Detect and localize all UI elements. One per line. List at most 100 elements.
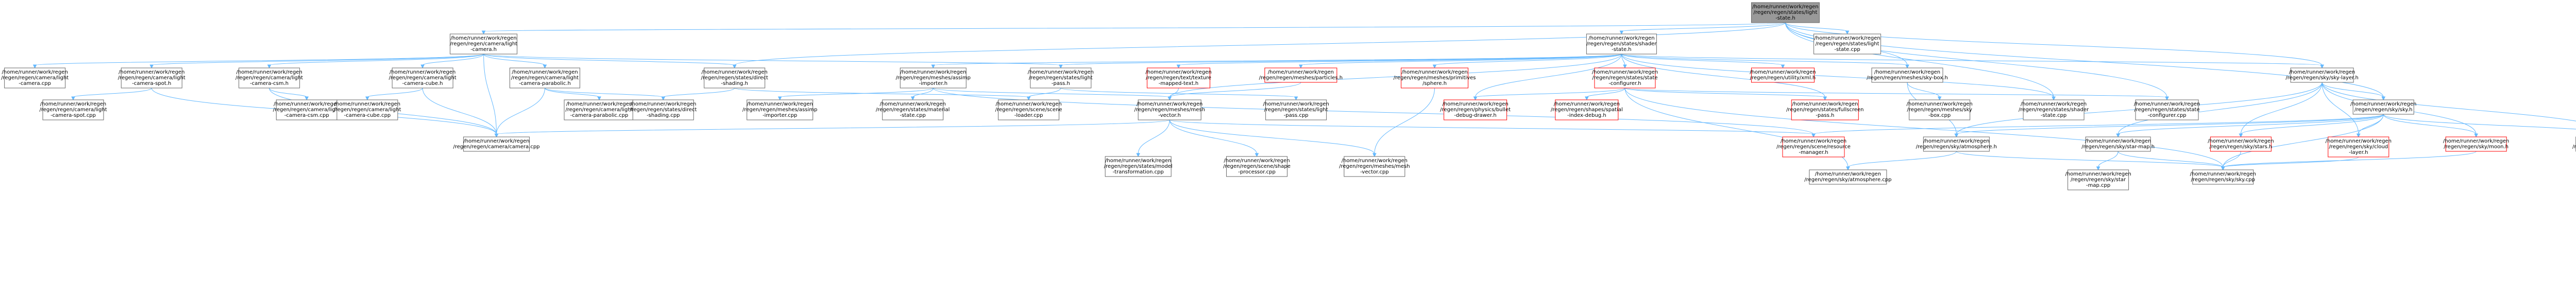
node-label-line: -loader.cpp (1014, 113, 1043, 118)
node-sky-layer-h[interactable]: /home/runner/work/regen/regen/regen/sky/… (2285, 67, 2359, 83)
edge-arrowhead (1585, 96, 1589, 101)
node-label-line: /home/runner/work/regen (2085, 138, 2151, 144)
node-light-camera-cube-cpp[interactable]: /home/runner/work/regen/regen/regen/came… (333, 99, 401, 120)
node-light-camera-csm-h[interactable]: /home/runner/work/regen/regen/regen/came… (235, 67, 303, 89)
node-xml-h[interactable]: /home/runner/work/regen/regen/regen/util… (1750, 67, 1816, 83)
node-label-line: /home/runner/work/regen (236, 69, 302, 75)
node-shader-state-h[interactable]: /home/runner/work/regen/regen/regen/stat… (1586, 33, 1657, 55)
node-box (747, 99, 814, 120)
node-label-line: /regen/regen/text/texture (1146, 75, 1211, 81)
edge-state_configurer_h-to-fullscreen_pass_h (1624, 87, 1825, 98)
edge-light_camera_parabolic_h-to-direct_shading_cpp (545, 87, 664, 98)
node-sky-box-h[interactable]: /home/runner/work/regen/regen/regen/mesh… (1867, 67, 1948, 83)
node-sky-layer-cpp[interactable]: /home/runner/work/regen/regen/regen/sky/… (2572, 136, 2576, 152)
node-label-line: /home/runner/work/regen (2, 69, 68, 75)
node-direct-shading-h[interactable]: /home/runner/work/regen/regen/regen/stat… (701, 67, 768, 89)
node-atmosphere-cpp[interactable]: /home/runner/work/regen/regen/regen/sky/… (1804, 169, 1891, 185)
node-camera-cpp[interactable]: /home/runner/work/regen/regen/regen/came… (453, 136, 540, 152)
node-light-camera-cpp[interactable]: /home/runner/work/regen/regen/regen/came… (1, 67, 69, 89)
edge-arrowhead (2356, 133, 2361, 138)
node-box (392, 67, 453, 89)
node-label-line: /home/runner/work/regen (1263, 101, 1329, 107)
node-light-camera-parabolic-h[interactable]: /home/runner/work/regen/regen/regen/came… (510, 67, 581, 89)
edge-arrowhead (71, 96, 75, 101)
node-label-line: -configurer.h (1608, 81, 1641, 86)
node-cloud-layer-h[interactable]: /home/runner/work/regen/regen/regen/sky/… (2326, 136, 2392, 157)
node-resource-manager-h[interactable]: /home/runner/work/regen/regen/regen/scen… (1776, 136, 1851, 157)
edge-light_camera_parabolic_h-to-light_camera_parabolic_cpp (545, 87, 600, 98)
node-light-pass-cpp[interactable]: /home/runner/work/regen/regen/regen/stat… (1263, 99, 1329, 120)
node-label-line: -shading.h (721, 81, 748, 86)
node-direct-shading-cpp[interactable]: /home/runner/work/regen/regen/regen/stat… (630, 99, 697, 120)
node-label-line: -vector.h (1158, 113, 1181, 118)
node-mesh-vector-h[interactable]: /home/runner/work/regen/regen/regen/mesh… (1134, 99, 1205, 120)
node-material-state-cpp[interactable]: /home/runner/work/regen/regen/regen/stat… (876, 99, 950, 120)
node-model-transformation-cpp[interactable]: /home/runner/work/regen/regen/regen/stat… (1104, 156, 1173, 177)
node-box (4, 67, 66, 89)
node-box (2210, 136, 2272, 152)
node-box (1138, 99, 1201, 120)
node-box (900, 67, 967, 89)
node-label-line: /regen/regen/states/state (2134, 107, 2200, 113)
node-light-pass-h[interactable]: /home/runner/work/regen/regen/regen/stat… (1028, 67, 1094, 89)
node-bullet-debug-drawer-h[interactable]: /home/runner/work/regen/regen/regen/phys… (1440, 99, 1511, 120)
node-light-camera-spot-cpp[interactable]: /home/runner/work/regen/regen/regen/came… (39, 99, 107, 120)
node-label-line: /home/runner/work/regen (995, 101, 1061, 107)
edge-arrowhead (1781, 64, 1785, 69)
node-sky-box-cpp[interactable]: /home/runner/work/regen/regen/regen/mesh… (1907, 99, 1973, 120)
edge-shader_state_h-to-assimp_importer_h (933, 54, 1622, 66)
node-label-line: /regen/regen/camera/camera.cpp (453, 144, 540, 150)
node-stars-h[interactable]: /home/runner/work/regen/regen/regen/sky/… (2208, 136, 2274, 152)
node-primitives-sphere-h[interactable]: /home/runner/work/regen/regen/regen/mesh… (1394, 67, 1476, 89)
node-atmosphere-h[interactable]: /home/runner/work/regen/regen/regen/sky/… (1916, 136, 1997, 152)
node-sky-cpp[interactable]: /home/runner/work/regen/regen/regen/sky/… (2190, 169, 2256, 185)
node-light-camera-cube-h[interactable]: /home/runner/work/regen/regen/regen/came… (389, 67, 456, 89)
node-mesh-vector-cpp[interactable]: /home/runner/work/regen/regen/regen/mesh… (1339, 156, 1410, 177)
node-label-line: /regen/regen/scene/resource (1776, 144, 1851, 150)
node-light-state-cpp[interactable]: /home/runner/work/regen/regen/regen/stat… (1814, 33, 1882, 55)
node-shader-state-cpp[interactable]: /home/runner/work/regen/regen/regen/stat… (2019, 99, 2089, 120)
node-root[interactable]: /home/runner/work/regen/regen/regen/stat… (1751, 2, 1820, 23)
edge-state_configurer_h-to-state_configurer_cpp (1624, 87, 2167, 98)
edge-sky_layer_h-to-star_map_h (2117, 82, 2323, 135)
node-sky-h[interactable]: /home/runner/work/regen/regen/regen/sky/… (2350, 99, 2416, 115)
node-star-map-cpp[interactable]: /home/runner/work/regen/regen/regen/sky/… (2065, 169, 2131, 190)
node-particles-h[interactable]: /home/runner/work/regen/regen/regen/mesh… (1259, 67, 1343, 83)
node-assimp-importer-h[interactable]: /home/runner/work/regen/regen/regen/mesh… (896, 67, 971, 89)
node-shape-processor-cpp[interactable]: /home/runner/work/regen/regen/regen/scen… (1223, 156, 1291, 177)
node-label-line: -layer.h (2349, 150, 2368, 155)
node-label-line: /regen/regen/sky/moon.h (2444, 144, 2509, 150)
node-label-line: /regen/regen/states/model (1104, 164, 1173, 169)
node-box (1401, 67, 1469, 89)
node-fullscreen-pass-h[interactable]: /home/runner/work/regen/regen/regen/stat… (1786, 99, 1864, 120)
edge-arrowhead (2381, 96, 2386, 101)
node-scene-loader-cpp[interactable]: /home/runner/work/regen/regen/regen/scen… (995, 99, 1062, 120)
node-label-line: -state.h (1775, 15, 1795, 21)
edge-shader_state_h-to-fullscreen_pass_h (1621, 54, 1825, 98)
edge-arrowhead (365, 96, 369, 101)
edge-arrowhead (304, 96, 309, 101)
node-label-line: -pass.h (1052, 81, 1070, 86)
node-state-configurer-cpp[interactable]: /home/runner/work/regen/regen/regen/stat… (2134, 99, 2200, 120)
edge-root-to-shader_state_h (1621, 22, 1786, 32)
node-label-line: /regen/regen/sky/sky.cpp (2191, 177, 2255, 183)
node-moon-h[interactable]: /home/runner/work/regen/regen/regen/sky/… (2443, 136, 2509, 152)
node-label-line: /regen/regen/sky/atmosphere.cpp (1804, 177, 1891, 183)
node-label-line: -camera.h (470, 47, 497, 52)
node-light-camera-csm-cpp[interactable]: /home/runner/work/regen/regen/regen/came… (273, 99, 341, 120)
node-label-line: /regen/regen/scene/shape (1223, 164, 1291, 169)
node-spatial-index-debug-h[interactable]: /home/runner/work/regen/regen/regen/shap… (1551, 99, 1623, 120)
node-camera-light-h[interactable]: /home/runner/work/regen/regen/regen/came… (450, 33, 517, 55)
node-star-map-h[interactable]: /home/runner/work/regen/regen/regen/sky/… (2081, 136, 2155, 152)
node-label-line: /home/runner/work/regen (2326, 138, 2392, 144)
edge-stars_h-to-sky_cpp (2223, 151, 2241, 168)
node-label-line: /regen/regen/camera/light (566, 107, 633, 113)
node-state-configurer-h[interactable]: /home/runner/work/regen/regen/regen/stat… (1592, 67, 1658, 89)
node-light-camera-spot-h[interactable]: /home/runner/work/regen/regen/regen/came… (118, 67, 185, 89)
node-light-camera-parabolic-cpp[interactable]: /home/runner/work/regen/regen/regen/came… (564, 99, 635, 120)
edge-arrowhead (1473, 96, 1478, 101)
node-assimp-importer-cpp[interactable]: /home/runner/work/regen/regen/regen/mesh… (742, 99, 817, 120)
edge-arrowhead (1432, 64, 1437, 69)
node-texture-mapped-text-h[interactable]: /home/runner/work/regen/regen/regen/text… (1145, 67, 1212, 89)
node-label-line: -importer.cpp (762, 113, 797, 118)
